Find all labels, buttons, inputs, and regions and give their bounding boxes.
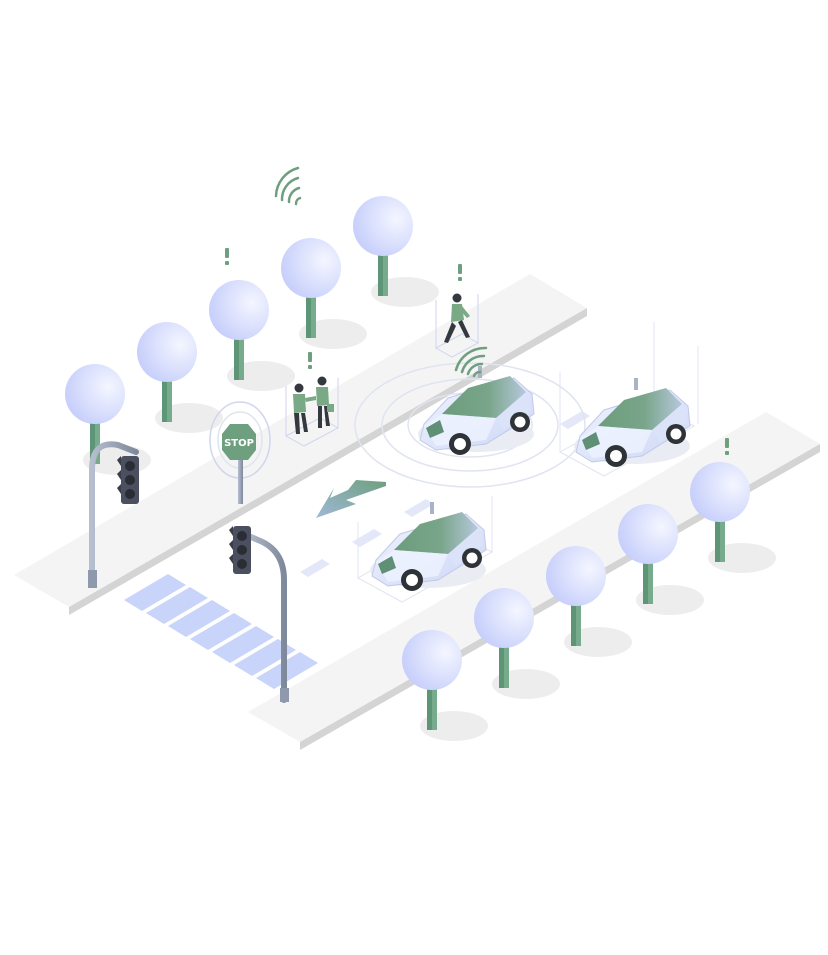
traffic-light-left xyxy=(88,441,139,588)
tree xyxy=(209,280,295,391)
alert-exclamation-icon xyxy=(225,248,229,265)
tree xyxy=(137,322,223,433)
stop-sign: STOP xyxy=(209,401,271,504)
arrow-left-icon xyxy=(316,480,386,518)
autonomous-car-front xyxy=(356,496,494,603)
sidewalk-right xyxy=(248,412,820,750)
lane-markings xyxy=(300,411,590,577)
wifi-signal-icon xyxy=(274,166,302,206)
traffic-light-right xyxy=(229,526,289,703)
pedestrians-meeting xyxy=(284,376,340,447)
autonomous-car-right xyxy=(558,322,699,477)
alert-exclamation-icon xyxy=(458,264,462,281)
crosswalk xyxy=(124,574,318,689)
alert-exclamation-icon xyxy=(725,438,729,455)
tree xyxy=(281,238,367,349)
wifi-signal-icon xyxy=(454,346,488,378)
autonomous-car-center xyxy=(417,346,535,456)
alert-exclamation-icon xyxy=(308,352,312,369)
pedestrian-walking xyxy=(434,293,480,358)
stop-sign-label: STOP xyxy=(224,438,254,449)
tree xyxy=(353,196,439,307)
sensor-ring xyxy=(354,362,586,488)
sidewalk-left xyxy=(14,274,587,615)
